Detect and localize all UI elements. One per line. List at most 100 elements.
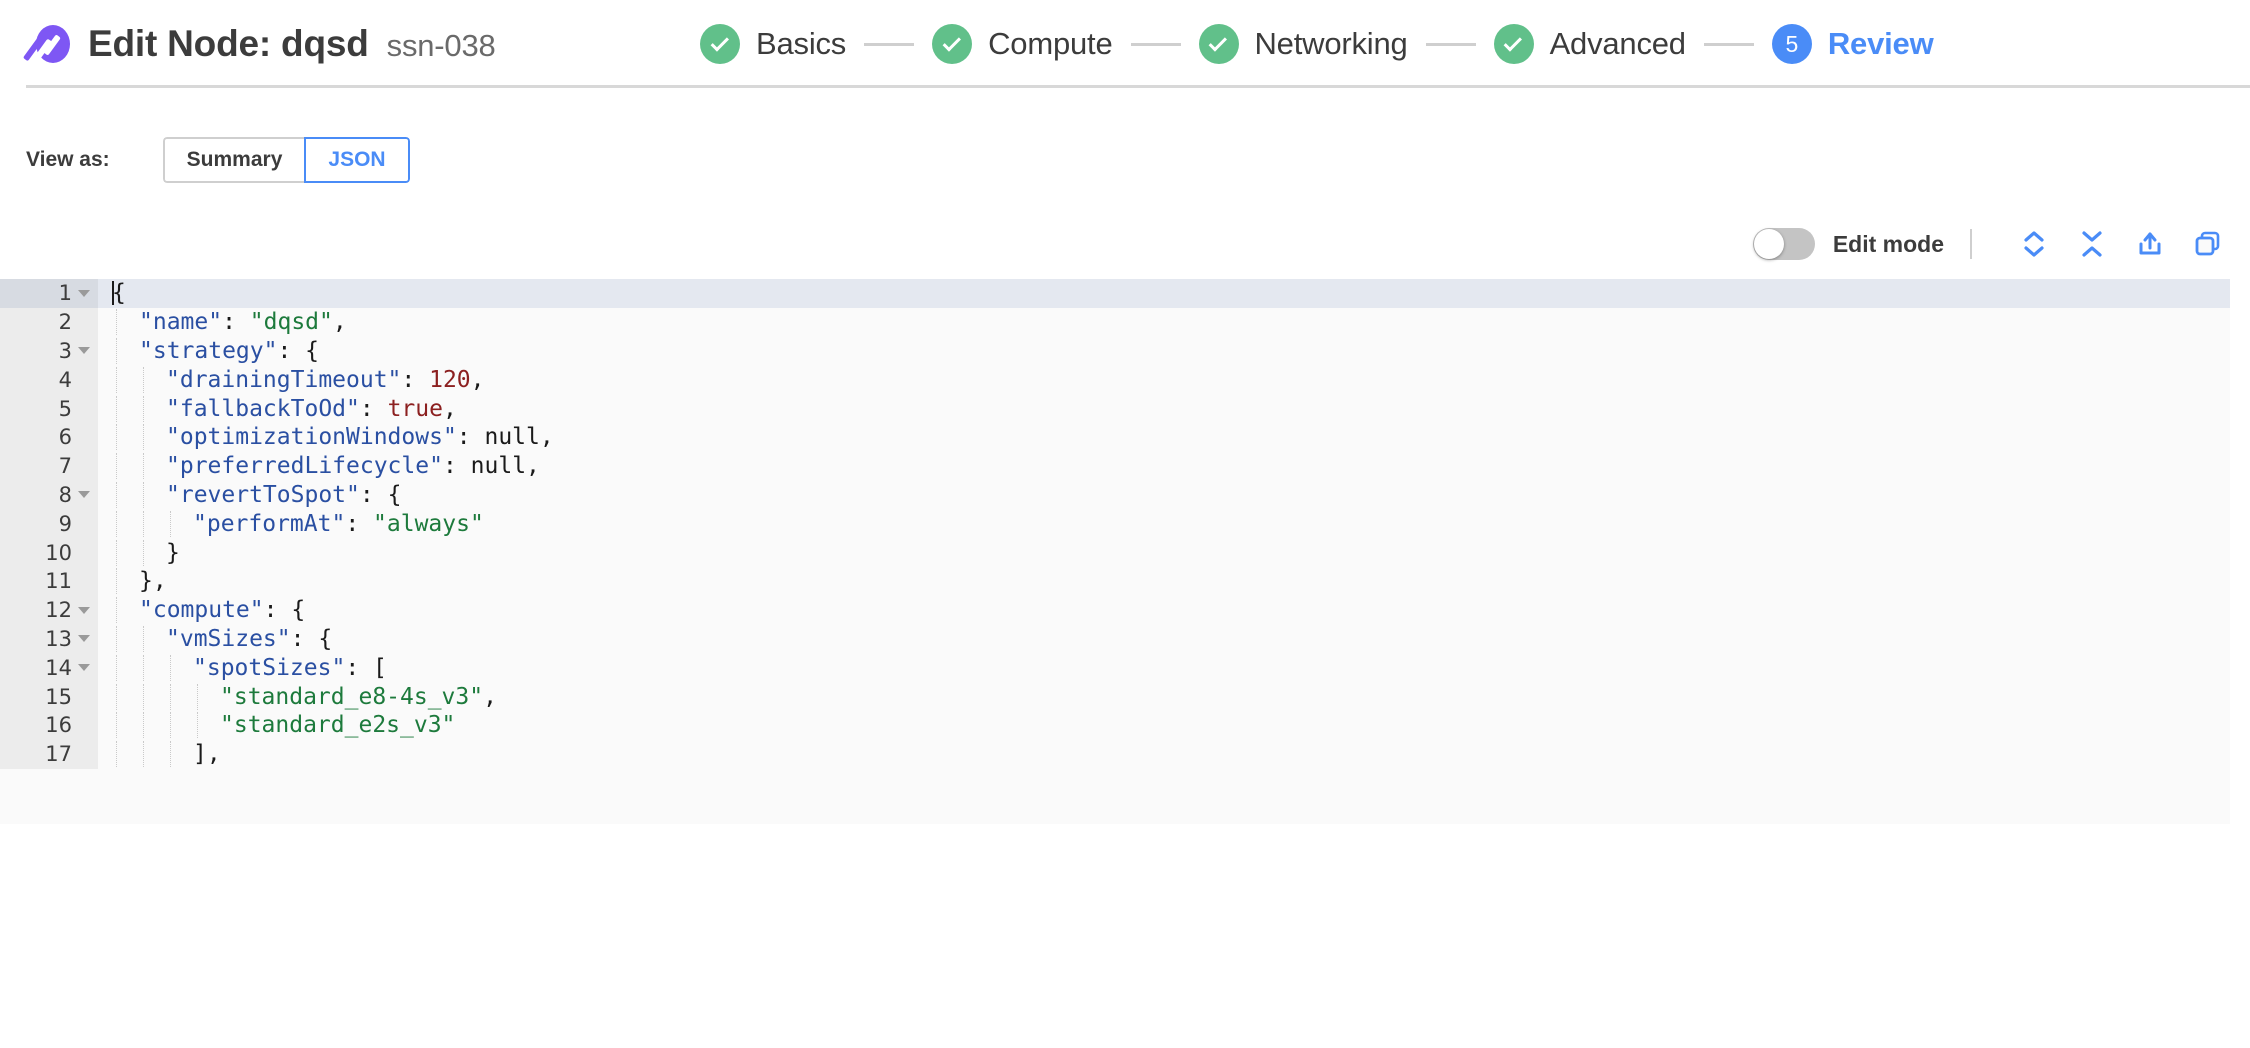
line-number-gutter: 8: [0, 480, 98, 510]
step-advanced[interactable]: Advanced: [1493, 24, 1686, 64]
edit-mode-toggle[interactable]: [1752, 228, 1815, 260]
indent-guide: [116, 424, 117, 451]
line-number-gutter: 7: [0, 451, 98, 481]
code-line[interactable]: 5"fallbackToOd": true,: [0, 394, 2230, 423]
export-icon[interactable]: [2128, 224, 2172, 264]
indent-guide: [143, 395, 144, 422]
step-networking[interactable]: Networking: [1198, 24, 1408, 64]
collapse-all-icon[interactable]: [2070, 224, 2114, 264]
step-advanced-label: Advanced: [1549, 26, 1686, 61]
line-number: 9: [58, 511, 72, 536]
code-line-text: "optimizationWindows": null,: [98, 424, 2230, 451]
json-code-editor[interactable]: 1{2"name": "dqsd",3"strategy": {4"draini…: [0, 279, 2230, 824]
code-line[interactable]: 3"strategy": {: [0, 336, 2230, 366]
code-line[interactable]: 14"spotSizes": [: [0, 653, 2230, 683]
indent-guide: [116, 539, 117, 566]
indent-guide: [143, 741, 144, 768]
indent-guide: [116, 395, 117, 422]
line-number: 3: [58, 338, 72, 363]
view-as-summary-button[interactable]: Summary: [162, 137, 305, 183]
step-networking-badge: [1198, 24, 1239, 64]
code-line-text: }: [98, 539, 2230, 566]
indent-guide: [116, 309, 117, 336]
indent-guide: [116, 683, 117, 710]
code-line[interactable]: 12"compute": {: [0, 595, 2230, 625]
line-number-gutter: 2: [0, 307, 98, 337]
code-line-text: {: [98, 280, 2230, 306]
code-line[interactable]: 7"preferredLifecycle": null,: [0, 451, 2230, 481]
view-as-row: View as: Summary JSON: [0, 137, 2250, 183]
code-line[interactable]: 4"drainingTimeout": 120,: [0, 365, 2230, 395]
step-networking-label: Networking: [1254, 26, 1408, 61]
step-review[interactable]: 5 Review: [1771, 24, 1934, 64]
code-line[interactable]: 2"name": "dqsd",: [0, 307, 2230, 337]
indent-guide: [197, 683, 198, 710]
fold-toggle-icon[interactable]: [78, 635, 90, 643]
code-line[interactable]: 13 "vmSizes": {: [0, 624, 2230, 654]
code-line-text: "compute": {: [98, 597, 2230, 624]
view-as-label: View as:: [26, 148, 110, 171]
line-number-gutter: 11: [0, 566, 98, 596]
token-p: ,: [470, 366, 485, 393]
fold-toggle-icon[interactable]: [78, 347, 90, 355]
token-p: : {: [277, 337, 320, 364]
indent-guide: [170, 654, 171, 681]
token-k: "optimizationWindows": [166, 424, 457, 451]
page-title: Edit Node: dqsd ssn-038: [88, 23, 496, 65]
line-number-gutter: 14: [0, 653, 98, 683]
token-k: "fallbackToOd": [166, 395, 360, 422]
line-number-gutter: 4: [0, 365, 98, 395]
code-line[interactable]: 15"standard_e8-4s_v3",: [0, 682, 2230, 711]
indent-guide: [143, 683, 144, 710]
code-line[interactable]: 1{: [0, 279, 2230, 308]
token-p: },: [139, 568, 167, 595]
line-number-gutter: 10: [0, 538, 98, 567]
code-line[interactable]: 11},: [0, 566, 2230, 596]
code-line[interactable]: 8"revertToSpot": {: [0, 480, 2230, 510]
code-line[interactable]: 6"optimizationWindows": null,: [0, 422, 2230, 452]
page-title-main: Edit Node: dqsd: [88, 23, 369, 64]
code-line[interactable]: 9 "performAt": "always": [0, 509, 2230, 539]
fold-toggle-icon[interactable]: [78, 289, 90, 297]
spot-logo: [22, 22, 70, 66]
indent-guide: [116, 366, 117, 393]
fold-toggle-icon[interactable]: [78, 606, 90, 614]
line-number: 10: [45, 540, 72, 565]
step-connector: [1130, 42, 1181, 46]
line-number-gutter: 15: [0, 682, 98, 711]
line-number: 13: [45, 626, 72, 651]
fold-toggle-icon[interactable]: [78, 491, 90, 499]
expand-all-icon[interactable]: [2012, 224, 2056, 264]
line-number: 11: [45, 569, 72, 594]
indent-guide: [170, 741, 171, 768]
indent-guide: [143, 366, 144, 393]
code-line[interactable]: 10}: [0, 538, 2230, 567]
token-p: : {: [290, 625, 333, 652]
editor-toolbar: Edit mode: [0, 219, 2250, 269]
indent-guide: [143, 712, 144, 739]
code-line-text: "performAt": "always": [98, 510, 2230, 537]
token-k: "compute": [139, 597, 264, 624]
code-line-text: "name": "dqsd",: [98, 309, 2230, 336]
token-p: :: [401, 366, 430, 393]
indent-guide: [143, 654, 144, 681]
token-p: ,: [483, 683, 497, 710]
code-line[interactable]: 16"standard_e2s_v3": [0, 710, 2230, 740]
line-number: 16: [45, 713, 72, 738]
fold-toggle-icon[interactable]: [78, 664, 90, 672]
line-number: 14: [45, 655, 72, 680]
line-number: 8: [58, 482, 72, 507]
indent-guide: [116, 481, 117, 508]
token-p: ,: [332, 309, 347, 336]
step-compute[interactable]: Compute: [932, 24, 1113, 64]
view-as-json-button[interactable]: JSON: [304, 137, 410, 183]
copy-icon[interactable]: [2186, 224, 2230, 264]
token-k: "revertToSpot": [166, 481, 360, 508]
step-connector: [1703, 42, 1754, 46]
step-basics[interactable]: Basics: [700, 24, 846, 64]
line-number: 1: [58, 281, 72, 306]
code-line[interactable]: 17],: [0, 739, 2230, 769]
indent-guide: [116, 453, 117, 480]
code-line-text: "vmSizes": {: [98, 625, 2230, 652]
token-p: }: [166, 539, 180, 566]
